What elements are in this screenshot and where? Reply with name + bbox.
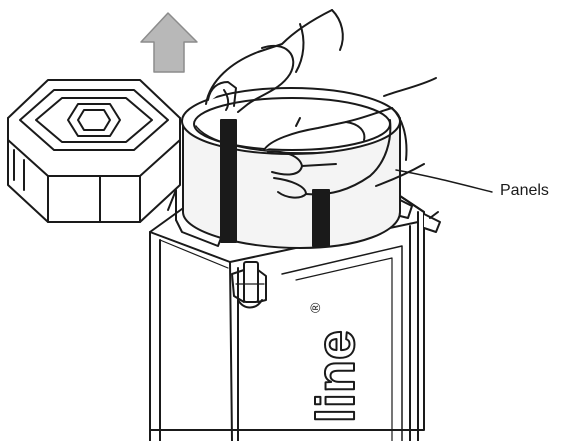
arrow-up-icon xyxy=(141,13,197,72)
side-latch xyxy=(424,212,440,232)
panels-cylinder xyxy=(182,88,400,248)
brand-wordmark-text: line xyxy=(306,330,366,423)
removed-lid xyxy=(8,80,180,222)
panels-leader-line xyxy=(396,170,492,192)
brand-registered-mark: ® xyxy=(307,302,323,313)
panels-callout-label: Panels xyxy=(500,183,549,199)
